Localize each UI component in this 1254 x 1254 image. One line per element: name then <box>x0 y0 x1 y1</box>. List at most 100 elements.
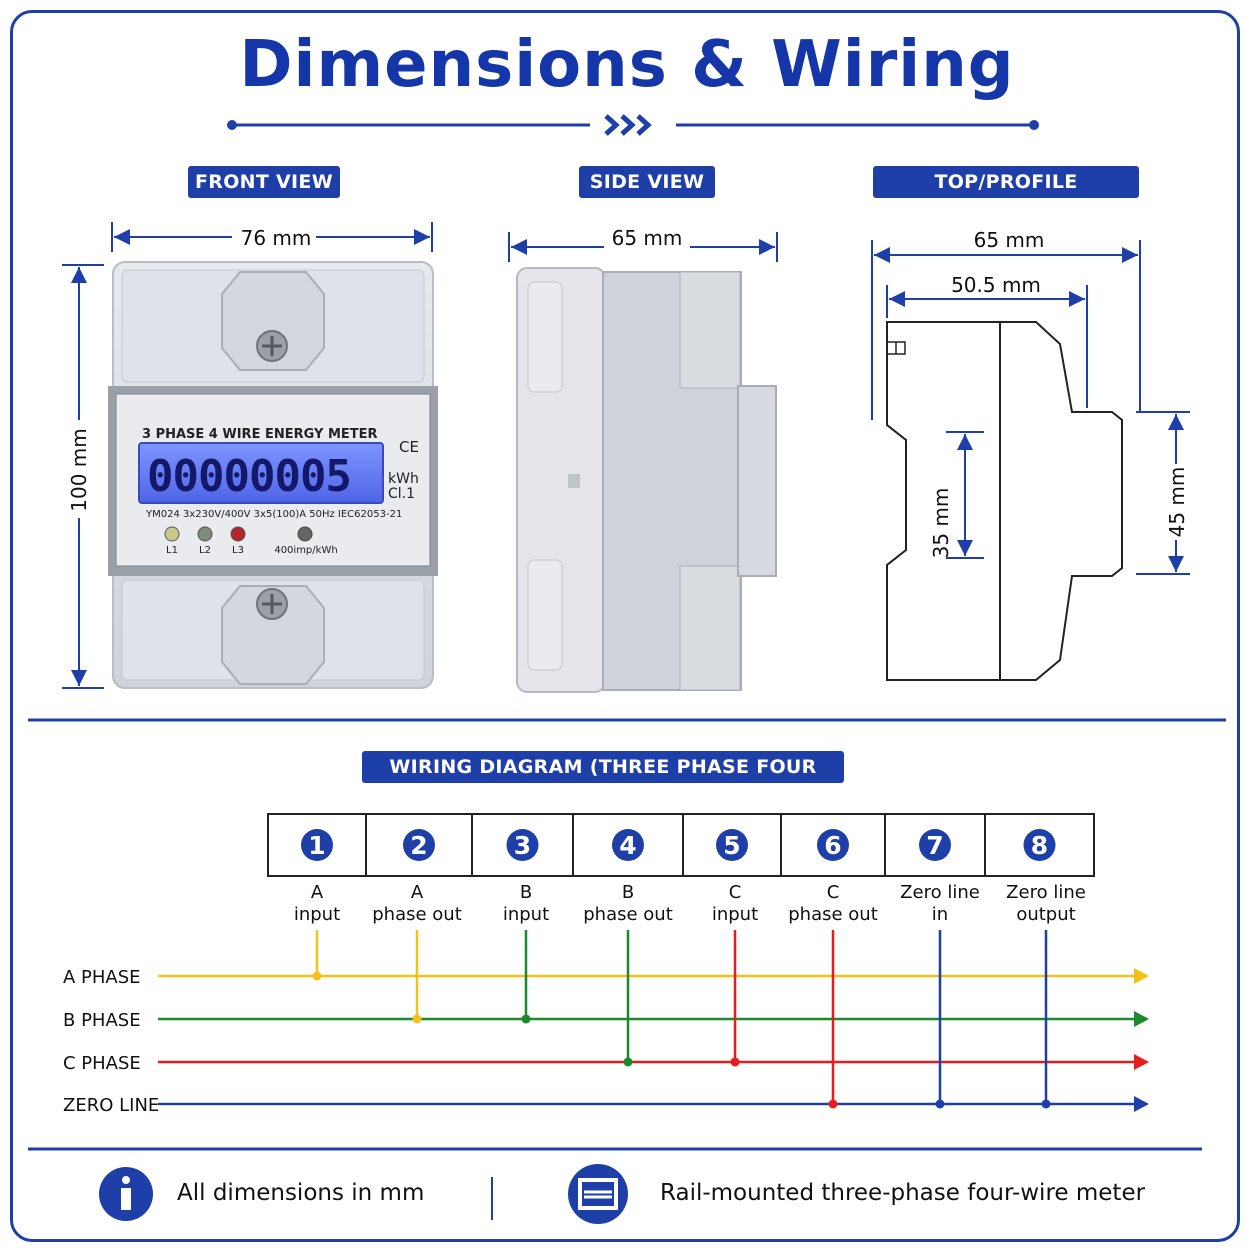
info-icon <box>99 1167 153 1221</box>
terminal-label-line1: A <box>411 882 424 903</box>
meter-title: 3 PHASE 4 WIRE ENERGY METER <box>142 427 378 442</box>
phase-label: C PHASE <box>63 1053 141 1074</box>
phase-arrow <box>1134 968 1149 984</box>
footer-right-text: Rail-mounted three-phase four-wire meter <box>660 1180 1146 1206</box>
terminal-badge <box>403 829 435 861</box>
unit-label: kWh <box>388 471 419 487</box>
terminal-label-line1: A <box>311 882 324 903</box>
terminal-badge <box>817 829 849 861</box>
connection-terminal-8 <box>1041 930 1051 1109</box>
page-frame <box>10 10 1240 1242</box>
phase-arrow <box>1134 1096 1149 1112</box>
side-depth-text: 65 mm <box>612 226 683 250</box>
profile-depth-dimension: 65 mm <box>871 228 1141 420</box>
phase-line-4: ZERO LINE <box>63 1095 1149 1116</box>
terminal-badge <box>612 829 644 861</box>
footer-left-text: All dimensions in mm <box>177 1180 425 1206</box>
terminal-label-line1: C <box>827 882 840 903</box>
connection-terminal-3 <box>521 930 531 1024</box>
terminal-number: 2 <box>410 831 427 860</box>
meter-specs: YM024 3x230V/400V 3x5(100)A 50Hz IEC6205… <box>145 509 402 520</box>
terminal-badge <box>716 829 748 861</box>
terminal-badge <box>1023 829 1056 861</box>
connection-terminal-1 <box>312 930 322 981</box>
terminal-badge <box>506 829 539 861</box>
terminal-label-line2: output <box>1016 904 1075 925</box>
connection-dot <box>730 1057 740 1067</box>
front-height-text: 100 mm <box>67 428 91 512</box>
terminal-label-line2: in <box>932 904 948 925</box>
side-depth-dimension: 65 mm <box>508 226 778 262</box>
connection-dot <box>521 1014 531 1024</box>
terminal-number: 8 <box>1031 831 1048 860</box>
connection-dot <box>312 971 322 981</box>
terminal-number: 5 <box>723 831 740 860</box>
connection-dot <box>1041 1099 1051 1109</box>
led-l2-label: L2 <box>199 545 211 556</box>
page-title: Dimensions & Wiring <box>239 28 1015 102</box>
lcd-reading: 00000005 <box>147 451 351 502</box>
front-view-label: FRONT VIEW <box>188 166 340 198</box>
terminal-label-line2: input <box>503 904 549 925</box>
terminal-label-line1: B <box>520 882 532 903</box>
profile-depth-text: 65 mm <box>974 228 1045 252</box>
terminal-number: 4 <box>619 831 636 860</box>
imp-label: 400imp/kWh <box>274 545 337 556</box>
led-l3-label: L3 <box>232 545 244 556</box>
connection-terminal-5 <box>730 930 740 1067</box>
class-label: Cl.1 <box>388 486 415 502</box>
terminal-number: 3 <box>514 831 531 860</box>
terminal-number: 6 <box>824 831 841 860</box>
front-width-dimension: 76 mm <box>111 222 433 252</box>
terminal-badge <box>919 829 951 861</box>
profile-inner-text: 50.5 mm <box>951 273 1041 297</box>
terminal-label-line1: Zero line <box>900 882 980 903</box>
terminal-label-line1: Zero line <box>1006 882 1086 903</box>
connection-terminal-4 <box>623 930 633 1067</box>
phase-line-2: B PHASE <box>63 1010 1149 1031</box>
terminal-label-line1: C <box>729 882 742 903</box>
terminal-number: 1 <box>308 831 325 860</box>
phase-label: B PHASE <box>63 1010 141 1031</box>
rail-45-text: 45 mm <box>1165 467 1189 538</box>
meter-side <box>516 267 777 693</box>
terminal-number: 7 <box>926 831 943 860</box>
phase-label: A PHASE <box>63 967 141 988</box>
phase-lines: A PHASE B PHASE C PHASE ZERO LINE <box>63 930 1149 1116</box>
connection-terminal-6 <box>828 930 838 1109</box>
rail-35-text: 35 mm <box>929 488 953 559</box>
meter-front: 3 PHASE 4 WIRE ENERGY METER CE 00000005 … <box>108 261 438 689</box>
wiring-diagram-label: WIRING DIAGRAM (THREE PHASE FOUR WIRE) <box>362 751 844 810</box>
terminal-badge <box>301 829 333 861</box>
phase-arrow <box>1134 1011 1149 1027</box>
top-profile-label: TOP/PROFILE DIMENSIONS <box>873 166 1139 225</box>
terminal-label-line1: B <box>622 882 634 903</box>
terminal-label-line2: input <box>712 904 758 925</box>
terminal-label-line2: phase out <box>583 904 673 925</box>
side-view-label: SIDE VIEW <box>579 166 715 198</box>
connection-terminal-7 <box>935 930 945 1109</box>
front-height-dimension: 100 mm <box>62 264 104 689</box>
connection-dot <box>412 1014 422 1024</box>
connection-dot <box>623 1057 633 1067</box>
phase-label: ZERO LINE <box>63 1095 159 1116</box>
ce-mark: CE <box>399 438 419 456</box>
connection-dot <box>935 1099 945 1109</box>
terminal-label-line2: phase out <box>788 904 878 925</box>
phase-line-3: C PHASE <box>63 1053 1149 1074</box>
connection-terminal-2 <box>412 930 422 1024</box>
front-width-text: 76 mm <box>241 226 312 250</box>
connection-dot <box>828 1099 838 1109</box>
terminal-strip <box>267 813 1095 877</box>
terminal-label-line2: input <box>294 904 340 925</box>
